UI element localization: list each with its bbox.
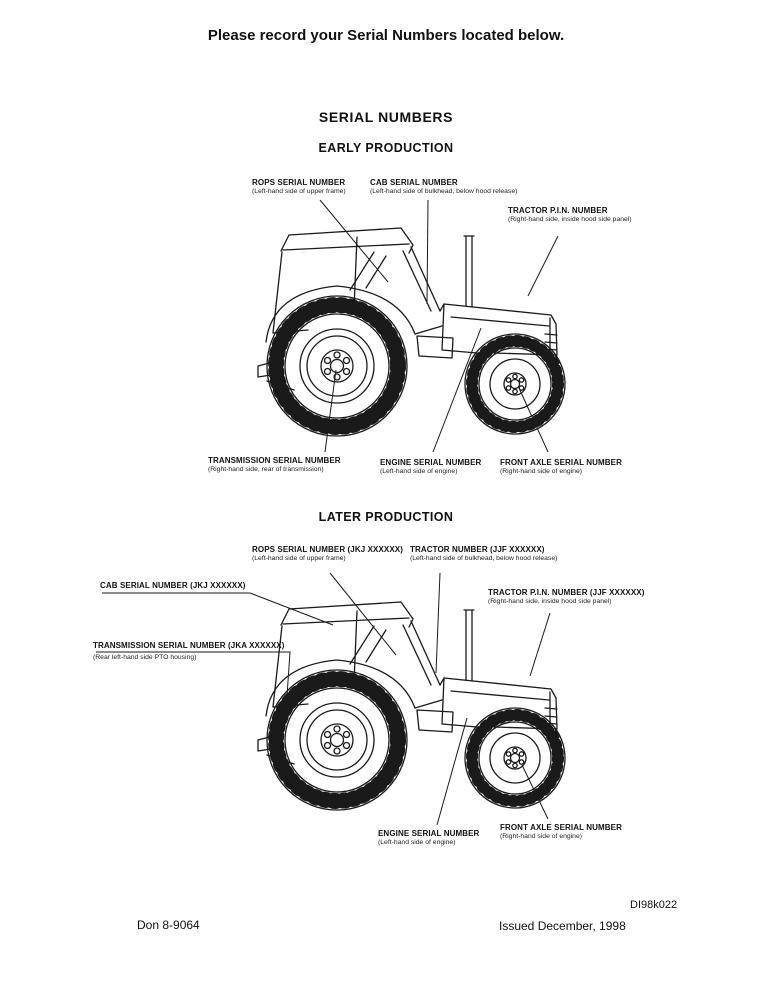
later-tractor-illustration: [96, 572, 772, 826]
callout-subtitle: (Right-hand side, inside hood side panel…: [508, 216, 632, 223]
callout-subtitle: (Left-hand side of bulkhead, below hood …: [410, 555, 558, 562]
callout-front-axle-serial-number: FRONT AXLE SERIAL NUMBER (Right-hand sid…: [500, 823, 622, 841]
callout-title: TRANSMISSION SERIAL NUMBER: [208, 456, 341, 465]
callout-subtitle: (Rear left-hand side PTO housing): [93, 654, 197, 661]
callout-subtitle: (Right-hand side, rear of transmission): [208, 466, 324, 473]
callout-title: CAB SERIAL NUMBER: [370, 178, 458, 187]
callout-engine-serial-number: ENGINE SERIAL NUMBER (Left-hand side of …: [378, 829, 479, 847]
callout-tractor-number: TRACTOR NUMBER (JJF XXXXXX) (Left-hand s…: [410, 545, 557, 563]
callout-title: FRONT AXLE SERIAL NUMBER: [500, 458, 622, 467]
callout-engine-serial-number: ENGINE SERIAL NUMBER (Left-hand side of …: [380, 458, 481, 476]
callout-subtitle: (Right-hand side, inside hood side panel…: [488, 598, 612, 605]
record-instruction: Please record your Serial Numbers locate…: [207, 27, 565, 44]
callout-title: CAB SERIAL NUMBER (JKJ XXXXXX): [100, 581, 246, 590]
callout-front-axle-serial-number: FRONT AXLE SERIAL NUMBER (Right-hand sid…: [500, 458, 622, 476]
early-production-diagram: ROPS SERIAL NUMBER (Left-hand side of up…: [0, 168, 772, 498]
callout-tractor-pin-number: TRACTOR P.I.N. NUMBER (Right-hand side, …: [508, 206, 632, 224]
callout-subtitle: (Left-hand side of engine): [380, 468, 458, 475]
tractor-line-art: [258, 602, 565, 810]
later-production-heading: LATER PRODUCTION: [318, 510, 454, 524]
callout-title: TRANSMISSION SERIAL NUMBER (JKA XXXXXX): [93, 641, 285, 650]
callout-cab-serial-number: CAB SERIAL NUMBER (Left-hand side of bul…: [370, 178, 517, 196]
later-production-diagram: ROPS SERIAL NUMBER (JKJ XXXXXX) (Left-ha…: [0, 533, 772, 883]
issued-date: Issued December, 1998: [499, 919, 626, 933]
image-code: DI98k022: [630, 899, 678, 911]
callout-title: FRONT AXLE SERIAL NUMBER: [500, 823, 622, 832]
callout-subtitle: (Left-hand side of upper frame): [252, 188, 346, 195]
callout-leader-lines: [96, 572, 551, 826]
callout-transmission-serial-number: TRANSMISSION SERIAL NUMBER (JKA XXXXXX) …: [93, 641, 284, 662]
callout-title: ROPS SERIAL NUMBER: [252, 178, 346, 187]
callout-title: ENGINE SERIAL NUMBER: [378, 829, 480, 838]
callout-cab-serial-number: CAB SERIAL NUMBER (JKJ XXXXXX): [100, 581, 246, 591]
early-tractor-illustration: [0, 199, 772, 453]
callout-subtitle: (Left-hand side of upper frame): [252, 555, 346, 562]
callout-tractor-pin-number: TRACTOR P.I.N. NUMBER (JJF XXXXXX) (Righ…: [488, 588, 644, 606]
callout-title: ENGINE SERIAL NUMBER: [380, 458, 482, 467]
callout-subtitle: (Right-hand side of engine): [500, 833, 582, 840]
callout-title: TRACTOR P.I.N. NUMBER (JJF XXXXXX): [488, 588, 645, 597]
callout-rops-serial-number: ROPS SERIAL NUMBER (JKJ XXXXXX) (Left-ha…: [252, 545, 403, 563]
callout-subtitle: (Left-hand side of bulkhead, below hood …: [370, 188, 518, 195]
page-title: SERIAL NUMBERS: [318, 109, 454, 125]
callout-subtitle: (Right-hand side of engine): [500, 468, 582, 475]
callout-rops-serial-number: ROPS SERIAL NUMBER (Left-hand side of up…: [252, 178, 346, 196]
callout-leader-lines: [319, 199, 559, 453]
tractor-line-art: [258, 228, 565, 436]
callout-title: ROPS SERIAL NUMBER (JKJ XXXXXX): [252, 545, 403, 554]
callout-title: TRACTOR P.I.N. NUMBER: [508, 206, 608, 215]
callout-subtitle: (Left-hand side of engine): [378, 839, 456, 846]
callout-transmission-serial-number: TRANSMISSION SERIAL NUMBER (Right-hand s…: [208, 456, 341, 474]
early-production-heading: EARLY PRODUCTION: [318, 141, 454, 155]
form-number: Don 8-9064: [137, 918, 200, 932]
callout-title: TRACTOR NUMBER (JJF XXXXXX): [410, 545, 545, 554]
